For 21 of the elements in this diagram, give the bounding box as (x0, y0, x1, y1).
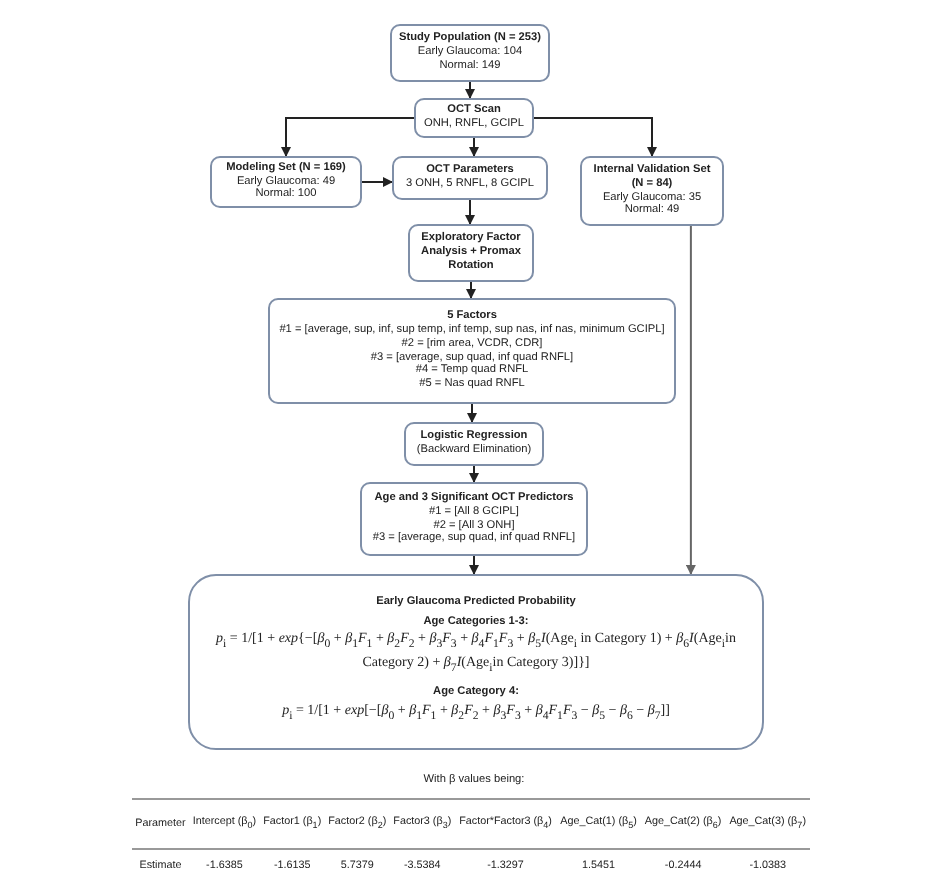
arrow (361, 177, 393, 187)
arrow (469, 465, 479, 483)
arrow (466, 281, 476, 299)
process-box (404, 422, 544, 466)
arrow (685, 225, 696, 575)
arrow (533, 117, 657, 157)
process-box (390, 24, 550, 82)
process-box (392, 156, 548, 200)
process-box (210, 156, 362, 209)
arrow (469, 555, 479, 575)
process-box (188, 574, 764, 750)
process-box (360, 482, 588, 556)
arrow (467, 403, 477, 423)
arrow (465, 199, 475, 225)
arrow (281, 117, 415, 157)
process-box (580, 156, 724, 226)
process-box (414, 98, 534, 138)
arrow (465, 81, 475, 99)
process-box (268, 298, 676, 404)
process-box (408, 224, 534, 282)
arrow (469, 137, 479, 157)
